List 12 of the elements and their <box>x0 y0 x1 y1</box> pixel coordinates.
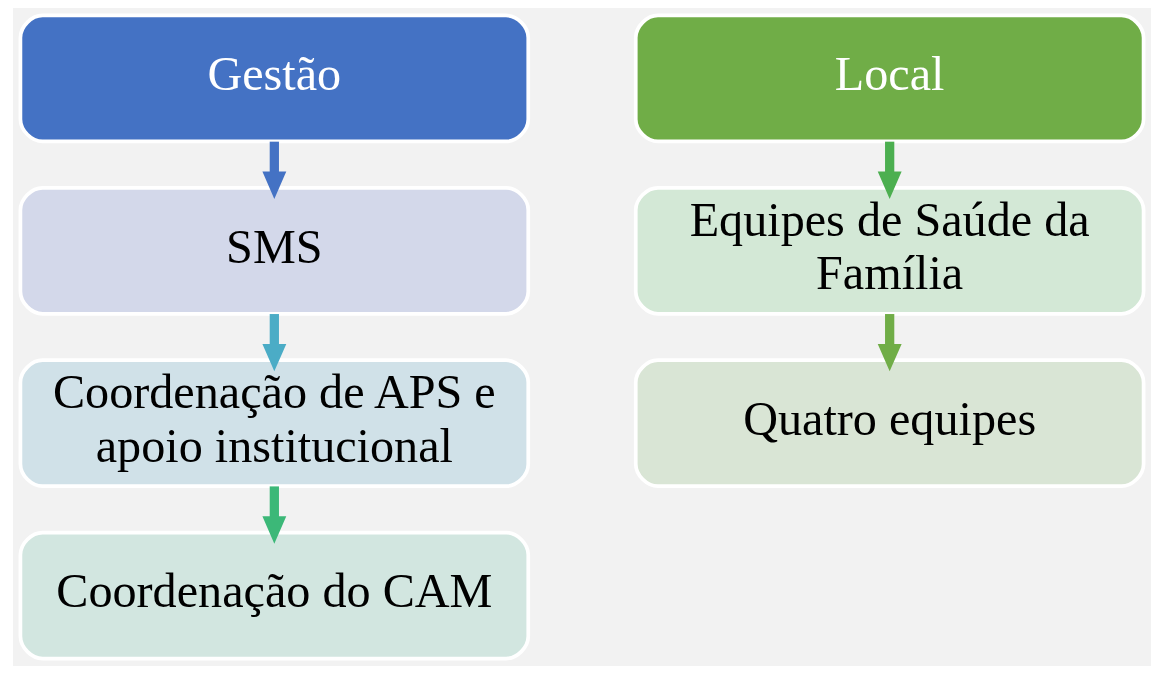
node-box: Coordenação do CAM <box>18 530 531 661</box>
node-box: Coordenação de APS e apoio institucional <box>18 358 531 489</box>
arrow <box>262 486 287 544</box>
arrow <box>262 314 287 372</box>
node-box: Local <box>633 13 1146 144</box>
arrow <box>877 314 902 372</box>
node-box: SMS <box>18 185 531 316</box>
node-box: Gestão <box>18 13 531 144</box>
arrow <box>262 141 287 199</box>
node-box: Quatro equipes <box>633 358 1146 489</box>
node-box: Equipes de Saúde da Família <box>633 185 1146 316</box>
arrow <box>877 141 902 199</box>
